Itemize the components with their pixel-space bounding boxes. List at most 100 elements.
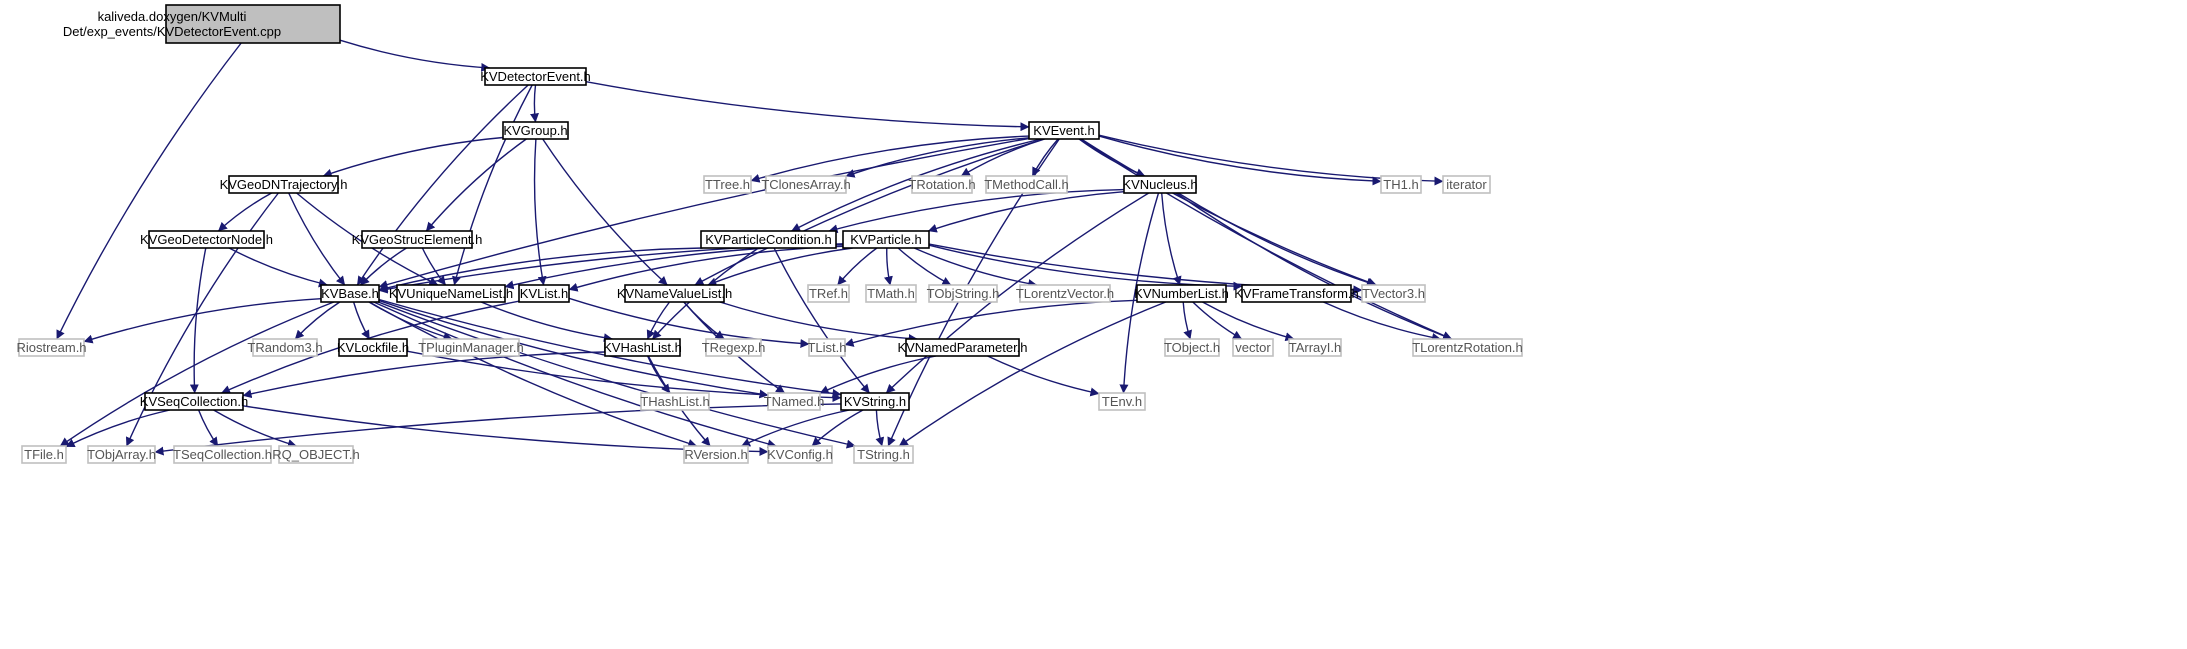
edge-kvnumberlist-to-tarrayi	[1202, 301, 1295, 342]
node-box-root	[165, 4, 341, 44]
node-tstring: TString.h	[853, 445, 914, 464]
node-label-kvuniquenamelist: KVUniqueNameList.h	[389, 286, 513, 301]
node-box-kvnamedparameter	[905, 338, 1020, 357]
node-label-tenv: TEnv.h	[1102, 394, 1142, 409]
node-box-trandom3	[252, 338, 318, 357]
node-kvevent[interactable]: KVEvent.h	[1028, 121, 1100, 140]
node-kvgeodetectornode[interactable]: KVGeoDetectorNode.h	[140, 230, 273, 249]
node-kvlist[interactable]: KVList.h	[518, 284, 570, 303]
node-box-tregexp	[705, 338, 762, 357]
node-kvframetransform[interactable]: KVFrameTransform.h	[1234, 284, 1359, 303]
edge-kvdetectorevent-to-kvbase	[356, 84, 529, 286]
edge-kvevent-to-tclonesarray	[845, 137, 1030, 178]
node-tmethodcall: TMethodCall.h	[984, 175, 1069, 194]
node-label-tlorentzrotation: TLorentzRotation.h	[1412, 340, 1523, 355]
edge-kvevent-to-iterator	[1098, 134, 1444, 186]
edge-kvnucleus-to-tvector3	[1177, 192, 1376, 287]
node-kvseqcollection[interactable]: KVSeqCollection.h	[140, 392, 248, 411]
edge-kvbase-to-kvconfig	[373, 301, 777, 449]
edge-kvstring-to-tstring	[875, 409, 885, 447]
node-label-kvparticlecondition: KVParticleCondition.h	[705, 232, 831, 247]
node-kvgroup[interactable]: KVGroup.h	[502, 121, 569, 140]
node-kvlockfile[interactable]: KVLockfile.h	[337, 338, 409, 357]
edge-kvevent-to-kvnamevaluelist	[694, 138, 1044, 286]
node-label-tstring: TString.h	[857, 447, 910, 462]
node-box-tfile	[21, 445, 67, 464]
node-box-tobjarray	[87, 445, 156, 464]
node-tfile: TFile.h	[21, 445, 67, 464]
edge-root-to-riostream	[56, 42, 242, 340]
node-label-ttree: TTree.h	[705, 177, 750, 192]
node-label-kvframetransform: KVFrameTransform.h	[1234, 286, 1359, 301]
edge-kvuniquenamelist-to-kvhashlist	[480, 301, 613, 343]
edge-kvnamevaluelist-to-kvhashlist	[646, 301, 671, 340]
edge-kvbase-to-rversion	[368, 301, 698, 448]
edge-kvparticle-to-tlorentzvector	[913, 247, 1038, 288]
node-kvparticlecondition[interactable]: KVParticleCondition.h	[700, 230, 837, 249]
node-kvgeodntrajectory[interactable]: KVGeoDNTrajectory.h	[220, 175, 348, 194]
edge-kvevent-to-tmethodcall	[1031, 138, 1059, 177]
edge-kvnamevaluelist-to-kvnamedparameter	[719, 301, 918, 343]
edge-kvparticle-to-tref	[837, 247, 878, 286]
node-kvparticle[interactable]: KVParticle.h	[842, 230, 930, 249]
edge-kvgroup-to-kvgeodntrajectory	[322, 136, 504, 178]
node-label-root: kaliveda.doxygen/KVMulti	[98, 9, 247, 24]
edge-kvevent-to-ttree	[750, 135, 1030, 183]
node-kvgeostrucelement[interactable]: KVGeoStrucElement.h	[352, 230, 483, 249]
node-box-kvparticle	[842, 230, 930, 249]
node-box-tlorentzrotation	[1412, 338, 1523, 357]
node-box-trotation	[911, 175, 973, 194]
node-label-tregexp: TRegexp.h	[702, 340, 766, 355]
node-label-tpluginmanager: TPluginManager.h	[418, 340, 524, 355]
node-box-tmethodcall	[985, 175, 1068, 194]
edge-kvgroup-to-kvlist	[533, 138, 547, 286]
node-box-kvhashlist	[604, 338, 681, 357]
node-layer: kaliveda.doxygen/KVMultiDet/exp_events/K…	[16, 4, 1523, 464]
node-rversion: RVersion.h	[683, 445, 749, 464]
node-box-kvgroup	[502, 121, 569, 140]
node-tregexp: TRegexp.h	[702, 338, 766, 357]
node-kvnumberlist[interactable]: KVNumberList.h	[1134, 284, 1229, 303]
node-box-iterator	[1442, 175, 1491, 194]
edge-kvgeodetectornode-to-kvbase	[228, 247, 328, 288]
node-kvdetectorevent[interactable]: KVDetectorEvent.h	[480, 67, 591, 86]
edge-kvbase-to-tfile	[59, 301, 335, 447]
node-label-riostream: Riostream.h	[16, 340, 86, 355]
node-label-kvconfig: KVConfig.h	[767, 447, 833, 462]
node-kvstring[interactable]: KVString.h	[840, 392, 910, 411]
node-kvbase[interactable]: KVBase.h	[320, 284, 380, 303]
node-label-rversion: RVersion.h	[684, 447, 747, 462]
edge-kvbase-to-riostream	[83, 298, 322, 344]
node-kvuniquenamelist[interactable]: KVUniqueNameList.h	[389, 284, 513, 303]
node-tclonesarray: TClonesArray.h	[761, 175, 851, 194]
node-box-kvseqcollection	[144, 392, 244, 411]
node-kvhashlist[interactable]: KVHashList.h	[603, 338, 682, 357]
node-box-riostream	[18, 338, 85, 357]
node-label-tref: TRef.h	[809, 286, 848, 301]
edge-kvnumberlist-to-tstring	[898, 301, 1167, 447]
node-box-thashlist	[640, 392, 710, 411]
node-tmath: TMath.h	[865, 284, 917, 303]
node-box-kvuniquenamelist	[396, 284, 506, 303]
node-label-tobjarray: TObjArray.h	[87, 447, 156, 462]
edge-kvseqcollection-to-tseqcollection	[197, 409, 219, 447]
node-kvnamedparameter[interactable]: KVNamedParameter.h	[897, 338, 1028, 357]
node-box-kvnumberlist	[1136, 284, 1227, 303]
node-box-kvgeodetectornode	[148, 230, 265, 249]
node-trandom3: TRandom3.h	[247, 338, 323, 357]
edge-kvseqcollection-to-rq_object	[213, 409, 297, 448]
node-root[interactable]: kaliveda.doxygen/KVMultiDet/exp_events/K…	[63, 4, 341, 44]
node-label-kvdetectorevent: KVDetectorEvent.h	[480, 69, 591, 84]
node-label-kvseqcollection: KVSeqCollection.h	[140, 394, 248, 409]
node-tlorentzrotation: TLorentzRotation.h	[1412, 338, 1523, 357]
node-box-vector	[1232, 338, 1274, 357]
node-kvnamevaluelist[interactable]: KVNameValueList.h	[617, 284, 732, 303]
node-box-tseqcollection	[173, 445, 272, 464]
edge-kvparticle-to-tmath	[884, 247, 893, 286]
edge-kvnucleus-to-tenv	[1119, 192, 1160, 394]
node-kvnucleus[interactable]: KVNucleus.h	[1122, 175, 1198, 194]
node-label-rq_object: RQ_OBJECT.h	[272, 447, 359, 462]
edge-kvbase-to-kvlockfile	[352, 301, 371, 340]
node-label-tclonesarray: TClonesArray.h	[761, 177, 850, 192]
node-label-tnamed: TNamed.h	[764, 394, 825, 409]
